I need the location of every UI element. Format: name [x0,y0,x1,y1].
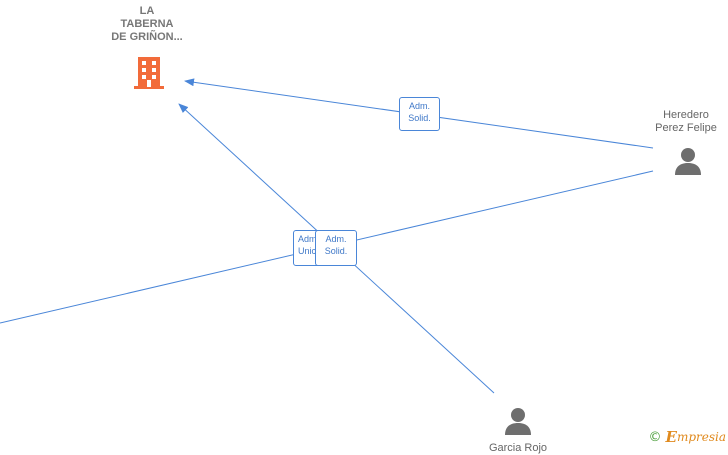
edge-label-line-2: Solid. [324,246,348,256]
person-garcia-label[interactable]: Garcia Rojo [468,442,568,455]
edge-label-line-1: Adm. [325,234,347,244]
edge-label-line-1: Adm. [298,234,320,244]
person-heredero-label[interactable]: Heredero Perez Felipe [636,109,728,135]
edge-label-line-1: Adm. [408,101,430,111]
copyright-icon: © [648,429,662,445]
person-heredero-label-line-1: Heredero [663,109,709,121]
person-heredero-label-line-2: Perez Felipe [655,122,717,134]
person-icon[interactable] [673,146,703,176]
brand-initial: E [665,428,677,446]
edge-label-line-2: Unico [298,246,322,256]
person-garcia-label-line-1: Garcia Rojo [488,442,548,454]
company-label-line-2: TABERNA [120,18,174,30]
person-icon[interactable] [503,406,533,436]
edge-label-line-2: Solid. [408,113,431,123]
empresia-watermark: © E mpresia [649,428,727,446]
company-label-line-3: DE GRIÑON... [111,31,183,43]
brand-name: mpresia [676,430,726,444]
company-label[interactable]: LA TABERNA DE GRIÑON... [95,5,199,44]
building-icon[interactable] [133,55,165,90]
company-label-line-1: LA [139,5,155,17]
edge-label-adm-solid-top[interactable]: Adm. Solid. [399,97,440,131]
edge-label-adm-solid-center[interactable]: Adm. Solid. [315,230,357,266]
